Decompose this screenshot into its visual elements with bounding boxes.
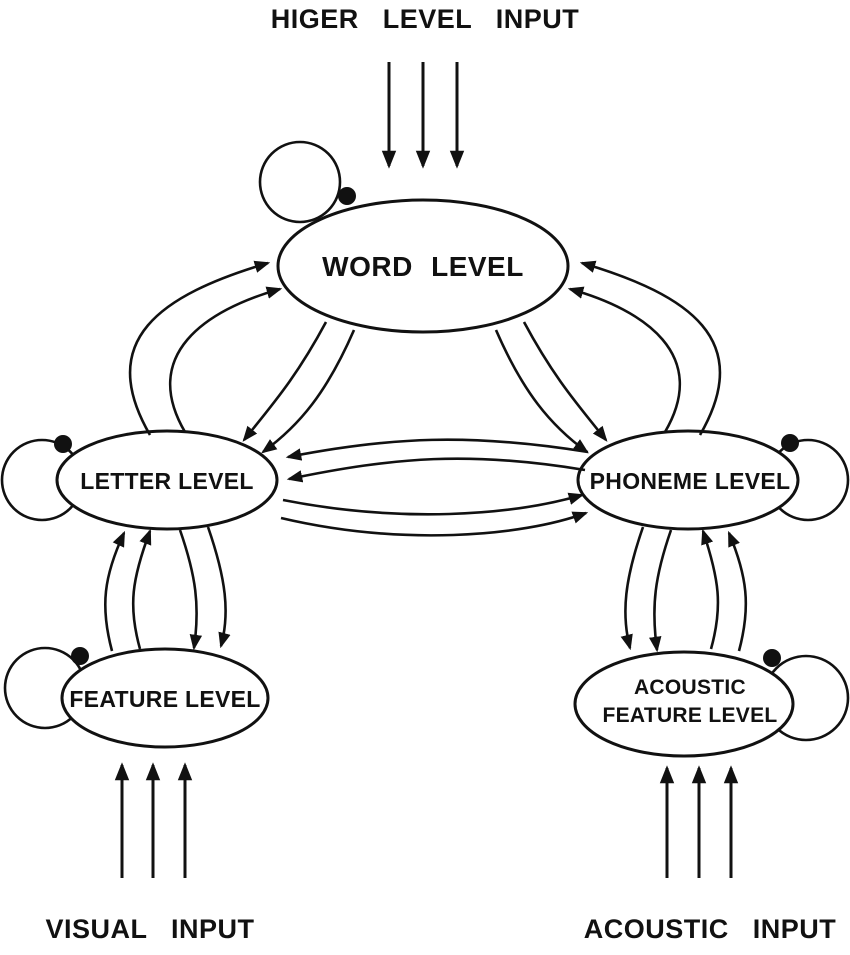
feature-level-node	[60, 647, 270, 749]
loop-terminal-dot-acoustic-feature	[763, 649, 781, 667]
word-letter-arrows	[128, 260, 356, 454]
word-level-node	[276, 198, 570, 334]
loop-terminal-dot-phoneme	[781, 434, 799, 452]
phoneme-level-node	[576, 429, 800, 531]
visual-input-label: VISUAL INPUT	[45, 914, 254, 944]
connection-arrow	[579, 260, 722, 436]
connection-arrow	[131, 528, 152, 650]
connection-arrow	[282, 492, 585, 516]
connection-arrow	[727, 530, 748, 652]
phoneme-acoustic-feature-arrows	[620, 526, 748, 653]
connection-arrow	[104, 530, 126, 652]
connection-arrow	[242, 321, 328, 442]
connection-arrow	[649, 529, 673, 653]
connection-arrow	[169, 286, 283, 433]
connection-arrow	[701, 528, 720, 650]
connection-arrow	[494, 329, 589, 454]
connection-arrow	[261, 329, 356, 454]
higher-input-arrows	[381, 62, 465, 169]
letter-level-label: LETTER LEVEL	[80, 468, 254, 494]
loop-terminal-dot-feature	[71, 647, 89, 665]
letter-phoneme-arrows	[280, 438, 589, 537]
self-loop-word	[258, 140, 342, 224]
connection-arrow	[280, 511, 589, 537]
connection-arrow	[567, 286, 681, 433]
word-phoneme-arrows	[494, 260, 722, 454]
feature-level-label: FEATURE LEVEL	[69, 686, 260, 712]
loop-terminal-dot-word	[338, 187, 356, 205]
loop-terminal-dot-letter	[54, 435, 72, 453]
acoustic-input-label: ACOUSTIC INPUT	[584, 914, 837, 944]
connection-arrow	[620, 526, 645, 651]
connection-arrow	[522, 321, 608, 442]
acoustic-feature-level-label-line2: FEATURE LEVEL	[602, 704, 777, 727]
connection-arrow	[285, 438, 589, 461]
letter-feature-arrows	[104, 526, 231, 652]
acoustic-input-arrows	[659, 765, 739, 878]
visual-input-arrows	[114, 762, 193, 878]
connection-arrow	[128, 260, 271, 436]
phoneme-level-label: PHONEME LEVEL	[590, 468, 791, 494]
acoustic-feature-level-label-line1: ACOUSTIC	[634, 676, 746, 699]
acoustic-feature-level-node	[573, 650, 795, 758]
word-level-label: WORD LEVEL	[322, 251, 524, 282]
connection-arrow	[206, 526, 231, 649]
connection-arrow	[286, 457, 586, 483]
letter-level-node	[55, 429, 279, 531]
connection-arrow	[178, 529, 203, 651]
higher-level-input-label: HIGER LEVEL INPUT	[271, 4, 580, 34]
